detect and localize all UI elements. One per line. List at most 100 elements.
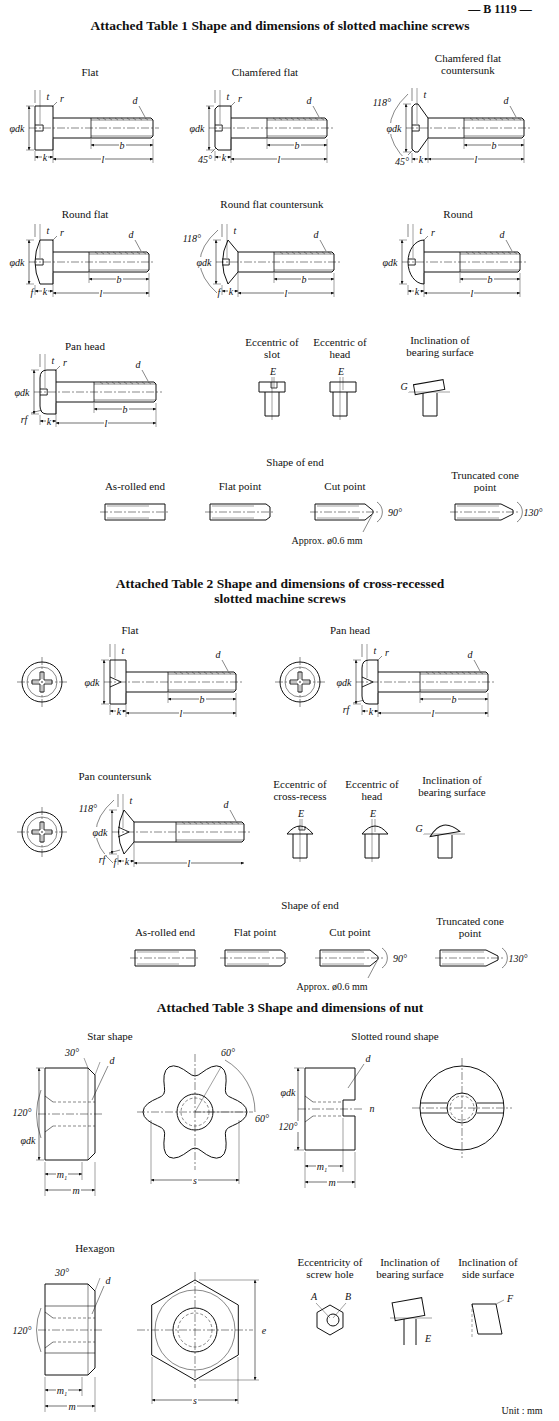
thread-mark [198, 672, 201, 674]
thread-mark [115, 118, 118, 120]
thread-mark [137, 252, 140, 254]
dimension-label: k [228, 286, 234, 297]
drawing-line [333, 1303, 346, 1318]
page-header: — B 1119 — [468, 3, 532, 16]
drawing-line [53, 273, 54, 297]
thread-mark [143, 252, 146, 254]
thread-mark [192, 672, 195, 674]
center-line [112, 832, 250, 833]
drawing-line [45, 1353, 95, 1354]
thread-mark [280, 252, 283, 254]
screw-shank [423, 393, 437, 416]
thread-mark [148, 382, 151, 384]
thread-mark [113, 252, 116, 254]
drawing-line [230, 102, 235, 107]
drawing-line [408, 285, 409, 295]
figure-caption: Truncated cone point [443, 469, 527, 493]
leader-line [363, 515, 372, 532]
dimension-label: l [187, 858, 192, 869]
dimension-label: 30° [64, 1047, 80, 1058]
center-line [38, 1114, 102, 1115]
thread-mark [309, 118, 312, 120]
drawing-line [53, 1318, 95, 1319]
angle-arc [37, 1090, 42, 1138]
dimension-label: 118° [182, 233, 202, 244]
thread-mark [316, 252, 319, 254]
dimension-label: k [221, 152, 227, 163]
dimension-label: 60° [220, 1047, 236, 1058]
note-label: Unit : mm [501, 1405, 542, 1416]
figure-caption: Round flat countersunk [212, 198, 332, 210]
drawing-line [211, 148, 216, 153]
thread-mark [136, 382, 139, 384]
drawing-line [89, 273, 90, 283]
dimension-label: t [226, 91, 231, 102]
dimension-label: b [122, 404, 129, 415]
dimension-line [216, 240, 217, 284]
drawing-line [52, 102, 57, 107]
drawing-line [26, 284, 34, 285]
dimension-label: r [237, 93, 243, 104]
dimension-label: t [46, 225, 51, 236]
thread-mark [109, 118, 112, 120]
dimension-label: 45° [197, 154, 213, 165]
drawing-line [355, 1152, 356, 1188]
drawing-line [153, 139, 154, 163]
center-line [435, 958, 504, 959]
dimension-label: l [470, 288, 475, 299]
screw-shank [438, 835, 452, 858]
thread-mark [304, 252, 307, 254]
drawing-circle [327, 1314, 339, 1326]
dimension-label: d [503, 95, 510, 106]
drawing-line [213, 284, 221, 285]
dimension-label: F [506, 1293, 514, 1304]
figure-caption: Pan countersunk [78, 770, 151, 782]
thread-mark [101, 252, 104, 254]
dimension-label: φdk [9, 123, 26, 134]
figure-caption: Eccentricity of screw hole [292, 1256, 368, 1280]
thread-mark [474, 672, 477, 674]
leader-line [368, 961, 377, 978]
center-line [450, 512, 519, 513]
drawing-line [403, 104, 411, 105]
drawing-line [215, 90, 216, 103]
drawing-line [95, 1062, 100, 1075]
thread-mark [130, 382, 133, 384]
drawing-line [423, 834, 465, 835]
dimension-label: s [192, 1395, 198, 1406]
dimension-label: k [46, 416, 52, 427]
thread-mark [466, 252, 469, 254]
drawing-line [375, 819, 376, 832]
dimension-line [104, 660, 105, 704]
drawing-line [45, 1377, 46, 1412]
dimension-label: d [313, 229, 320, 240]
thread-mark [210, 672, 213, 674]
drawing-line [195, 1112, 247, 1113]
thread-mark [216, 672, 219, 674]
dimension-label: B [344, 1291, 352, 1302]
drawing-line [45, 1312, 53, 1318]
table-title: Attached Table 1 Shape and dimensions of… [91, 19, 470, 34]
drawing-line [294, 1150, 304, 1151]
drawing-line [40, 90, 41, 124]
center-line [29, 128, 159, 129]
thread-mark [490, 252, 493, 254]
drawing-line [340, 377, 341, 420]
drawing-line [206, 106, 214, 107]
drawing-line [222, 285, 223, 295]
drawing-line [156, 403, 157, 427]
drawing-line [320, 240, 326, 251]
thread-mark [224, 822, 227, 824]
drawing-line [215, 151, 216, 161]
drawing-line [423, 236, 428, 241]
hex-nut-face [317, 1305, 343, 1335]
thread-mark [285, 118, 288, 120]
drawing-line [316, 1303, 330, 1318]
drawing-line [399, 240, 407, 241]
drawing-line [274, 377, 275, 388]
drawing-line [239, 1120, 240, 1184]
thread-mark [432, 672, 435, 674]
dimension-label: d [215, 649, 222, 660]
drawing-line [302, 819, 303, 830]
thread-mark [180, 672, 183, 674]
